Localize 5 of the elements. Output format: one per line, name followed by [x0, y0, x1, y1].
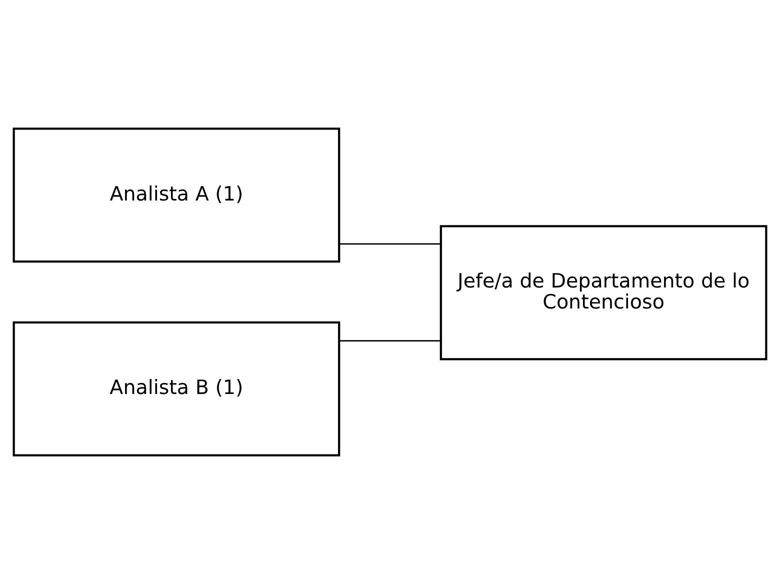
- connector: [339, 340, 441, 342]
- node-box: Jefe/a de Departamento de lo Contencioso: [440, 225, 768, 360]
- node-box: Analista A (1): [12, 128, 340, 263]
- connector: [339, 243, 441, 245]
- node-box: Analista B (1): [12, 321, 340, 456]
